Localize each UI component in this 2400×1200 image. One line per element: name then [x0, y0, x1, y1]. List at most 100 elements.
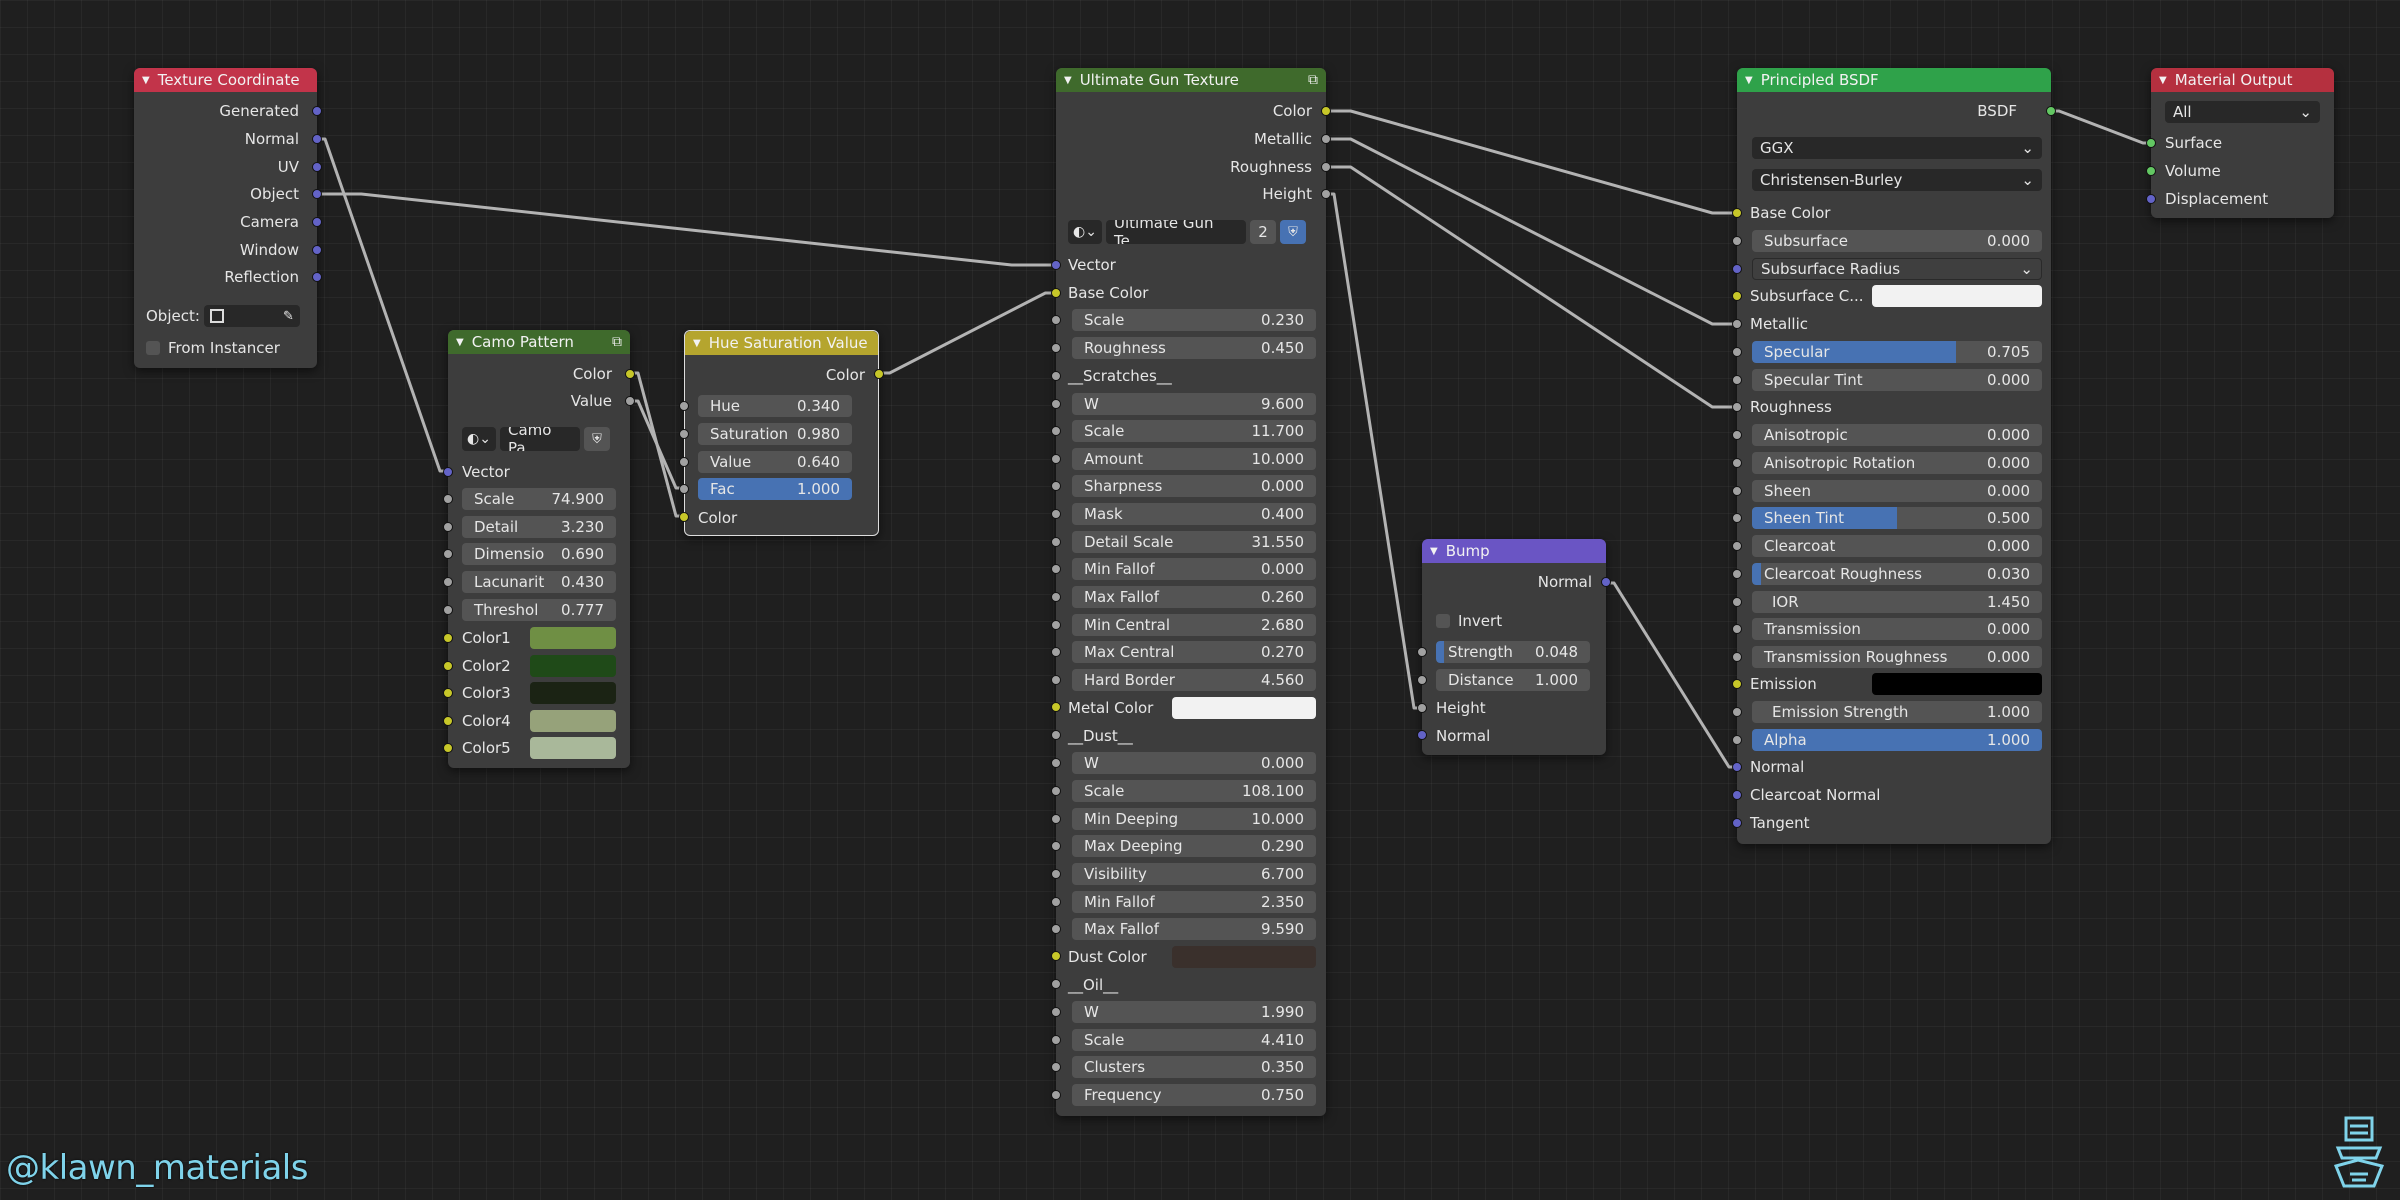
socket-in[interactable] — [1051, 1062, 1061, 1072]
color2-swatch[interactable] — [530, 655, 616, 677]
socket-normal[interactable] — [312, 134, 322, 144]
node-material-output[interactable]: ▼ Material Output All⌄ Surface Volume Di… — [2146, 68, 2334, 218]
socket-in[interactable] — [1051, 537, 1061, 547]
socket-out-normal[interactable] — [1601, 577, 1611, 587]
socket-in-scale[interactable] — [443, 494, 453, 504]
node-principled-bsdf[interactable]: ▼ Principled BSDF BSDF GGX⌄ Christensen-… — [1732, 68, 2056, 844]
socket-in-fac[interactable] — [679, 484, 689, 494]
node-header[interactable]: ▼ Material Output — [2151, 68, 2334, 92]
socket-in-color4[interactable] — [443, 716, 453, 726]
socket-in[interactable] — [1051, 1007, 1061, 1017]
link-gun-roughness-to-bsdf-roughness[interactable] — [1326, 165, 1737, 409]
socket-in-subsurface-radius[interactable] — [1732, 264, 1742, 274]
link-gun-metallic-to-bsdf-metallic[interactable] — [1326, 137, 1737, 326]
socket-in-color1[interactable] — [443, 633, 453, 643]
socket-in[interactable] — [1051, 675, 1061, 685]
socket-in[interactable] — [1051, 481, 1061, 491]
object-picker[interactable]: ✎ — [203, 305, 300, 327]
checkbox[interactable] — [1436, 614, 1450, 628]
socket-reflection[interactable] — [312, 272, 322, 282]
subsurface-color-swatch[interactable] — [1872, 285, 2042, 307]
color1-swatch[interactable] — [530, 627, 616, 649]
socket-in[interactable] — [1051, 399, 1061, 409]
checkbox[interactable] — [146, 341, 160, 355]
eyedropper-icon[interactable]: ✎ — [283, 308, 294, 324]
socket-in-displacement[interactable] — [2146, 194, 2156, 204]
link-gun-color-to-bsdf-base-color[interactable] — [1326, 109, 1737, 215]
socket-object[interactable] — [312, 189, 322, 199]
socket-in[interactable] — [1051, 426, 1061, 436]
socket-in-emission-strength[interactable] — [1732, 707, 1742, 717]
link-bsdf-to-output-surface[interactable] — [2051, 109, 2151, 145]
socket-in[interactable] — [1051, 592, 1061, 602]
collapse-arrow-icon[interactable]: ▼ — [693, 337, 701, 349]
socket-in-transmission-roughness[interactable] — [1732, 652, 1742, 662]
collapse-arrow-icon[interactable]: ▼ — [142, 74, 150, 86]
node-header[interactable]: ▼ Ultimate Gun Texture ⧉ — [1056, 68, 1326, 92]
socket-in[interactable] — [1051, 1035, 1061, 1045]
node-group-icon[interactable]: ⧉ — [612, 334, 622, 350]
fake-user-shield-icon[interactable]: ⛨ — [1280, 220, 1306, 244]
link-camo-value-to-hsv-fac[interactable] — [630, 399, 684, 490]
node-header[interactable]: ▼ Camo Pattern ⧉ — [448, 330, 630, 354]
socket-out-roughness[interactable] — [1321, 162, 1331, 172]
target-dropdown[interactable]: All⌄ — [2165, 101, 2320, 123]
collapse-arrow-icon[interactable]: ▼ — [456, 336, 464, 348]
socket-in-subsurface[interactable] — [1732, 236, 1742, 246]
socket-in-specular-tint[interactable] — [1732, 375, 1742, 385]
node-ultimate-gun-texture[interactable]: ▼ Ultimate Gun Texture ⧉ Color Metallic … — [1051, 68, 1331, 1116]
socket-in-alpha[interactable] — [1732, 735, 1742, 745]
socket-in-transmission[interactable] — [1732, 624, 1742, 634]
fake-user-shield-icon[interactable]: ⛨ — [584, 427, 610, 451]
socket-out-value[interactable] — [625, 396, 635, 406]
socket-in[interactable] — [1051, 869, 1061, 879]
socket-in-saturation[interactable] — [679, 429, 689, 439]
socket-in-specular[interactable] — [1732, 347, 1742, 357]
link-bump-normal-to-bsdf-normal[interactable] — [1606, 581, 1737, 769]
socket-in-metallic[interactable] — [1732, 319, 1742, 329]
socket-in-subsurface-color[interactable] — [1732, 291, 1742, 301]
socket-in-color[interactable] — [679, 512, 689, 522]
socket-in-value[interactable] — [679, 457, 689, 467]
datablock-name[interactable]: Camo Pa... — [500, 427, 580, 451]
socket-in[interactable] — [1051, 509, 1061, 519]
socket-in-vector[interactable] — [1051, 260, 1061, 270]
socket-in-tangent[interactable] — [1732, 818, 1742, 828]
socket-uv[interactable] — [312, 162, 322, 172]
from-instancer-checkbox[interactable]: From Instancer — [146, 336, 280, 360]
socket-in-metal-color[interactable] — [1051, 702, 1061, 712]
link-texcoord-object-to-gun-vector[interactable] — [317, 192, 1056, 267]
socket-in[interactable] — [1051, 786, 1061, 796]
socket-in-normal[interactable] — [1732, 762, 1742, 772]
socket-in-dust-color[interactable] — [1051, 951, 1061, 961]
